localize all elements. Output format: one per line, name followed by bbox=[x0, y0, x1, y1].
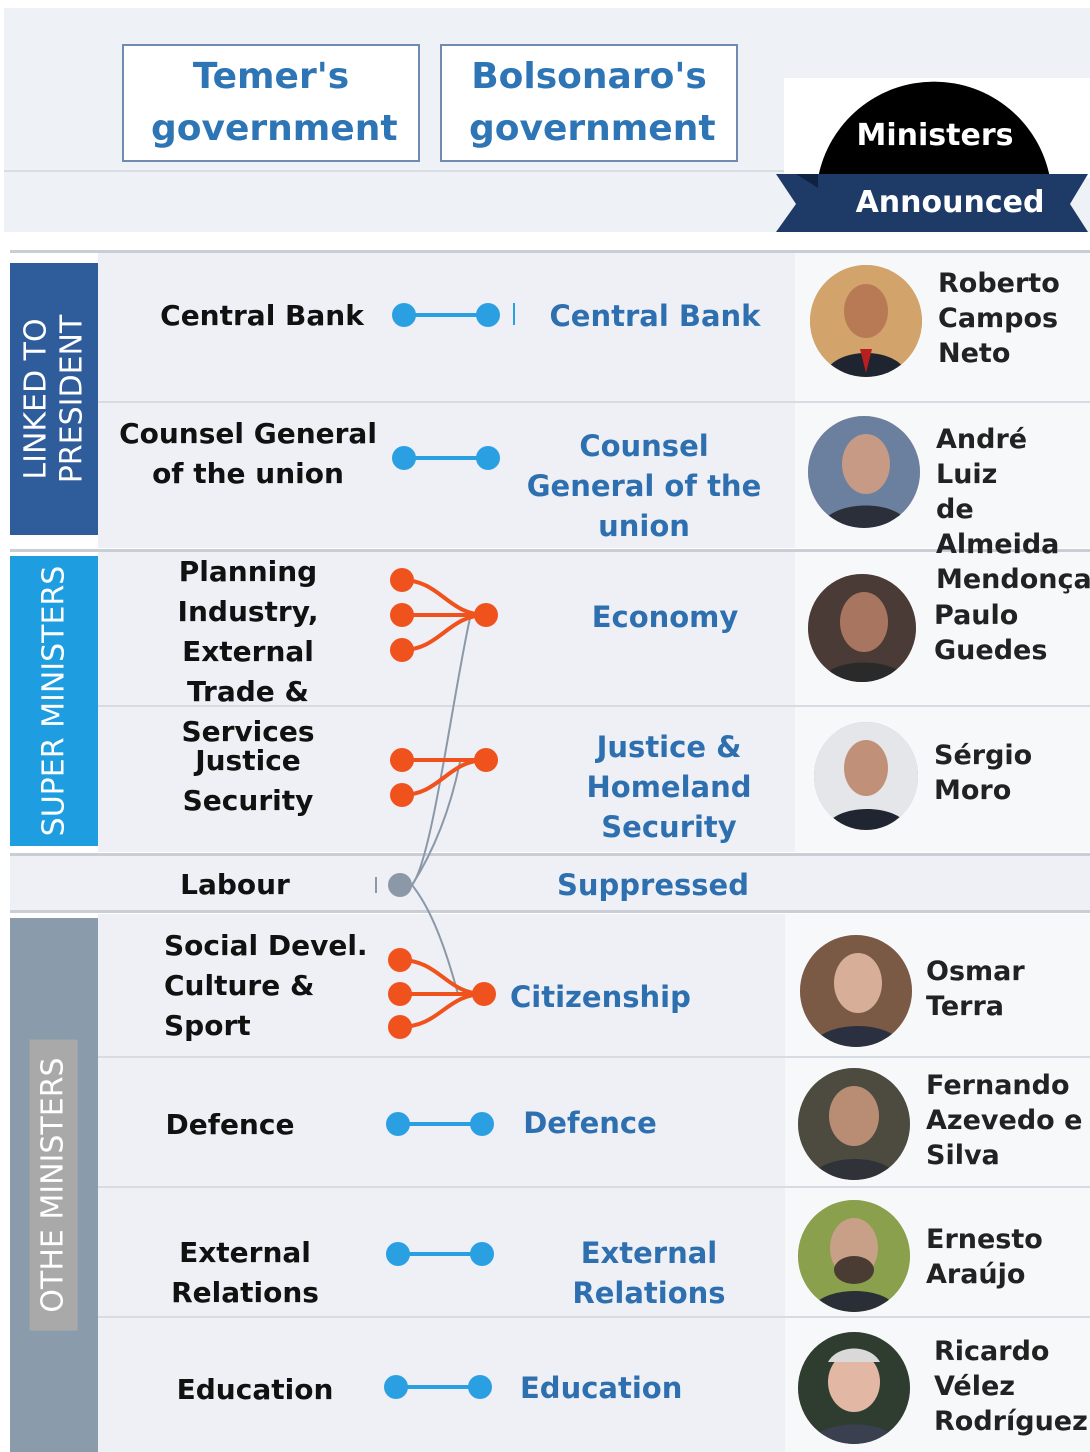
avatar bbox=[798, 1068, 910, 1180]
announced-label: Announced bbox=[855, 185, 1045, 220]
new-central-bank: Central Bank bbox=[549, 299, 761, 333]
old-education: Education bbox=[176, 1373, 334, 1406]
ministers-label: Ministers bbox=[856, 118, 1014, 153]
new-defence: Defence bbox=[523, 1106, 657, 1140]
temer-government-label: Temer's government bbox=[151, 56, 398, 149]
defence-old-node bbox=[386, 1112, 410, 1136]
header-divider bbox=[4, 170, 1090, 172]
avatar bbox=[800, 935, 912, 1047]
old-labour: Labour bbox=[180, 868, 290, 901]
culture-node bbox=[388, 982, 412, 1006]
avatar bbox=[810, 265, 922, 377]
bolsonaro-government-label: Bolsonaro's government bbox=[469, 56, 716, 149]
citizenship-node bbox=[472, 982, 496, 1006]
row-divider bbox=[98, 1186, 1090, 1188]
new-citizenship: Citizenship bbox=[510, 980, 691, 1014]
labour-band bbox=[10, 856, 1090, 910]
new-suppressed: Suppressed bbox=[557, 868, 749, 902]
sport-node bbox=[388, 1015, 412, 1039]
industry-node bbox=[390, 603, 414, 627]
defence-new-node bbox=[470, 1112, 494, 1136]
super-group-tab: SUPER MINISTERS bbox=[10, 556, 98, 846]
counsel-new-node bbox=[476, 446, 500, 470]
temer-government-header: Temer's government bbox=[122, 44, 420, 162]
education-old-node bbox=[384, 1375, 408, 1399]
row-divider bbox=[98, 401, 1090, 403]
section-divider bbox=[10, 549, 1090, 552]
section-divider bbox=[10, 853, 1090, 856]
avatar bbox=[798, 1200, 910, 1312]
ministers-announced-badge bbox=[776, 78, 1090, 232]
other-group-tab: OTHE MINISTERS bbox=[10, 918, 98, 1452]
new-external-relations: External Relations bbox=[572, 1236, 726, 1310]
external-old-node bbox=[386, 1242, 410, 1266]
row-divider bbox=[98, 1316, 1090, 1318]
section-divider bbox=[10, 910, 1090, 913]
avatar bbox=[798, 1332, 910, 1444]
bolsonaro-government-header: Bolsonaro's government bbox=[440, 44, 738, 162]
linked-group-tab: LINKED TO PRESIDENT bbox=[10, 263, 98, 535]
trade-node bbox=[390, 638, 414, 662]
security-node bbox=[390, 783, 414, 807]
avatar bbox=[808, 416, 920, 528]
labour-node bbox=[388, 873, 412, 897]
old-central-bank: Central Bank bbox=[160, 299, 364, 332]
external-new-node bbox=[470, 1242, 494, 1266]
new-education: Education bbox=[520, 1371, 683, 1405]
new-justice-homeland-security: Justice & Homeland Security bbox=[586, 730, 752, 844]
section-divider bbox=[10, 250, 1090, 253]
economy-node bbox=[474, 603, 498, 627]
planning-node bbox=[390, 568, 414, 592]
justice-node bbox=[390, 748, 414, 772]
new-counsel-general: Counsel General of the union bbox=[526, 429, 762, 543]
counsel-old-node bbox=[392, 446, 416, 470]
row-divider bbox=[98, 705, 1090, 707]
row-divider bbox=[98, 1056, 1090, 1058]
old-defence: Defence bbox=[165, 1108, 295, 1141]
education-new-node bbox=[468, 1375, 492, 1399]
new-economy: Economy bbox=[591, 600, 739, 634]
justice-homeland-node bbox=[474, 748, 498, 772]
old-social-culture-sport: Social Devel.Culture &Sport bbox=[164, 929, 368, 1042]
central-bank-new-node bbox=[476, 303, 500, 327]
avatar bbox=[808, 574, 916, 682]
avatar bbox=[814, 722, 918, 830]
social-devel-node bbox=[388, 948, 412, 972]
central-bank-old-node bbox=[392, 303, 416, 327]
old-external-relations: External Relations bbox=[171, 1236, 319, 1309]
